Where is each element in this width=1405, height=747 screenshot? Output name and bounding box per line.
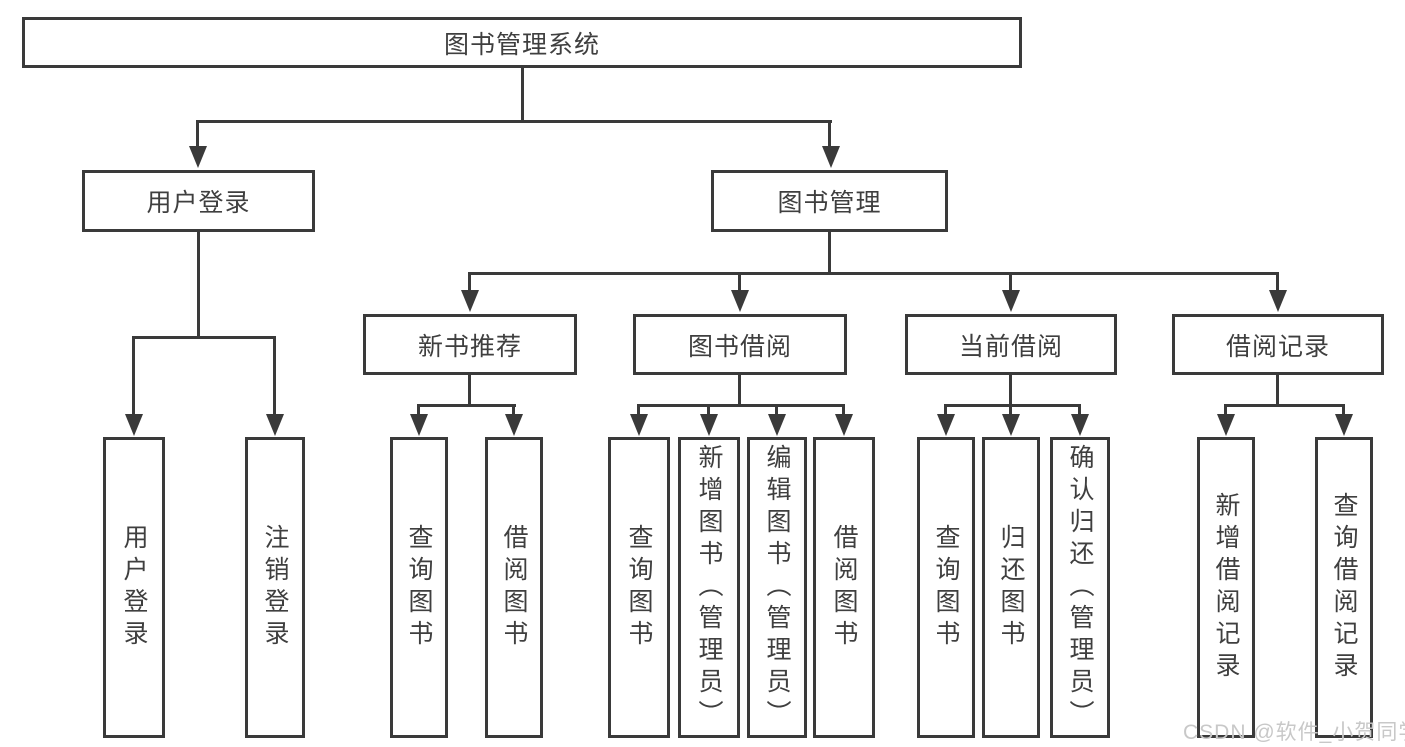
arrowhead-down [630,414,648,436]
arrowhead-down [1002,290,1020,312]
leaf-recommend-borrow-books: 借阅图书 [485,437,543,738]
edge-line [521,68,524,123]
leaf-user-login: 用户登录 [103,437,165,738]
edge-line [1009,272,1012,292]
edge-line [417,404,420,416]
arrowhead-down [410,414,428,436]
edge-line [273,336,276,416]
edge-line [637,404,845,407]
edge-line [196,120,199,148]
edge-line [1224,404,1227,416]
arrowhead-down [835,414,853,436]
edge-line [1276,272,1279,292]
edge-line [944,404,947,416]
edge-line [707,404,710,416]
edge-line [1224,404,1345,407]
arrowhead-down [266,414,284,436]
arrowhead-down [731,290,749,312]
arrowhead-down [461,290,479,312]
edge-line [1342,404,1345,416]
leaf-add-borrow-record: 新增借阅记录 [1197,437,1255,738]
leaf-recommend-query-books: 查询图书 [390,437,448,738]
edge-line [468,272,1279,275]
edge-line [1078,404,1081,416]
node-book-management: 图书管理 [711,170,948,232]
edge-line [828,232,831,275]
node-borrowing-records: 借阅记录 [1172,314,1384,375]
leaf-borrowing-query-books: 查询图书 [608,437,670,738]
edge-line [775,404,778,416]
edge-line [828,120,831,148]
leaf-logout: 注销登录 [245,437,305,738]
leaf-query-borrow-record: 查询借阅记录 [1315,437,1373,738]
arrowhead-down [1002,414,1020,436]
edge-line [944,404,1081,407]
edge-line [842,404,845,416]
edge-line [468,272,471,292]
arrowhead-down [189,146,207,168]
leaf-edit-books-admin: 编辑图书（管理员） [747,437,807,738]
arrowhead-down [125,414,143,436]
node-library-management-system: 图书管理系统 [22,17,1022,68]
edge-line [1276,375,1279,407]
edge-line [132,336,276,339]
edge-line [1009,375,1012,407]
leaf-borrowing-borrow-books: 借阅图书 [813,437,875,738]
node-user-login: 用户登录 [82,170,315,232]
arrowhead-down [1269,290,1287,312]
node-new-book-recommendation: 新书推荐 [363,314,577,375]
arrowhead-down [505,414,523,436]
leaf-return-books: 归还图书 [982,437,1040,738]
edge-line [1009,404,1012,416]
edge-line [417,404,516,407]
edge-line [738,272,741,292]
arrowhead-down [1335,414,1353,436]
node-book-borrowing: 图书借阅 [633,314,847,375]
edge-line [196,120,832,123]
edge-line [512,404,515,416]
node-current-borrowing: 当前借阅 [905,314,1117,375]
arrowhead-down [768,414,786,436]
edge-line [132,336,135,416]
arrowhead-down [700,414,718,436]
edge-line [637,404,640,416]
arrowhead-down [937,414,955,436]
edge-line [468,375,471,407]
edge-line [197,232,200,339]
leaf-confirm-return-admin: 确认归还（管理员） [1050,437,1110,738]
leaf-add-books-admin: 新增图书（管理员） [678,437,740,738]
arrowhead-down [1217,414,1235,436]
arrowhead-down [1071,414,1089,436]
edge-line [738,375,741,407]
leaf-current-query-books: 查询图书 [917,437,975,738]
arrowhead-down [822,146,840,168]
watermark: CSDN @软件_小贺同学 [1183,721,1405,744]
